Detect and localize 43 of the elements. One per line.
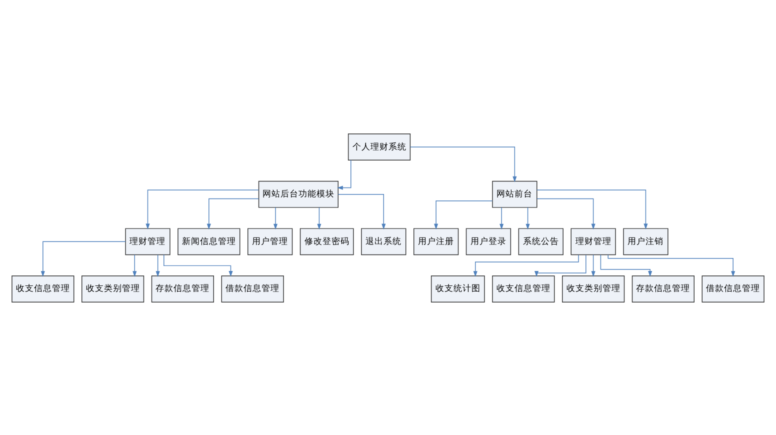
node-box: 存款信息管理 <box>632 275 694 302</box>
node-box: 收支类别管理 <box>82 275 144 302</box>
arrow <box>526 206 530 230</box>
arrow <box>132 254 137 276</box>
arrow <box>410 146 517 182</box>
arrow <box>500 206 504 230</box>
node-box: 存款信息管理 <box>151 275 214 302</box>
node-box: 借款信息管理 <box>702 275 764 302</box>
arrow <box>473 254 579 276</box>
arrow <box>146 189 260 229</box>
arrow <box>164 254 233 276</box>
node-box: 借款信息管理 <box>221 275 284 302</box>
node-box: 退出系统 <box>361 228 406 255</box>
node-box: 用户管理 <box>247 228 293 255</box>
arrow <box>434 200 493 230</box>
arrow <box>273 206 278 230</box>
node-box: 理财管理 <box>570 228 616 255</box>
node-box: 收支信息管理 <box>12 275 74 302</box>
arrow <box>536 198 596 230</box>
arrow <box>40 240 126 276</box>
arrow <box>591 254 596 276</box>
node-box: 用户注销 <box>623 228 668 255</box>
node-box: 修改登密码 <box>300 228 354 255</box>
node-box: 用户注册 <box>413 228 459 255</box>
arrow <box>534 254 586 276</box>
arrow <box>338 193 386 230</box>
node-box: 系统公告 <box>518 228 564 255</box>
arrow <box>536 189 648 229</box>
node-box: 理财管理 <box>125 228 170 255</box>
arrow <box>608 254 736 276</box>
arrow <box>317 206 322 230</box>
arrow <box>156 254 160 276</box>
node-box: 个人理财系统 <box>348 133 411 160</box>
node-box: 用户登录 <box>466 228 512 255</box>
node-box: 收支信息管理 <box>492 275 555 302</box>
arrow <box>206 198 260 230</box>
node-box: 网站后台功能模块 <box>258 180 338 208</box>
node-box: 网站前台 <box>492 180 538 208</box>
node-box: 新闻信息管理 <box>178 228 240 255</box>
node-box: 收支类别管理 <box>562 275 625 302</box>
node-box: 收支统计图 <box>430 275 485 302</box>
arrow <box>600 254 652 276</box>
arrow <box>337 159 352 190</box>
